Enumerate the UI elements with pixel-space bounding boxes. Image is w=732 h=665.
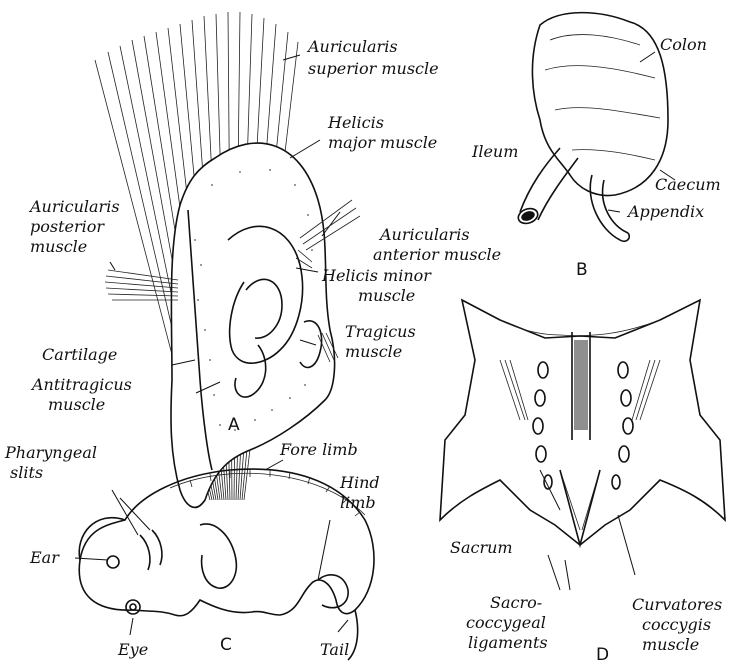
- label-appendix: Appendix: [626, 202, 704, 221]
- panel-label-d: D: [596, 645, 609, 665]
- leader-lines-d: [540, 470, 635, 590]
- sacrum-drawing: [440, 300, 725, 545]
- embryo-drawing: [79, 469, 374, 660]
- label-helicis-minor: Helicis minor muscle: [321, 266, 436, 305]
- label-caecum: Caecum: [655, 175, 721, 194]
- label-curvatores: Curvatores coccygis muscle: [632, 595, 727, 654]
- label-auricularis-superior: Auricularis superior muscle: [306, 37, 439, 78]
- label-tragicus: Tragicus muscle: [345, 322, 421, 361]
- label-ear: Ear: [29, 548, 60, 567]
- label-ileum: Ileum: [471, 142, 518, 161]
- label-cartilage: Cartilage: [42, 345, 117, 364]
- panel-label-a: A: [228, 415, 240, 435]
- panel-label-b: B: [576, 260, 588, 280]
- label-tail: Tail: [320, 640, 349, 659]
- label-colon: Colon: [660, 35, 707, 54]
- label-sacrococcygeal: Sacro- coccygeal ligaments: [466, 593, 551, 652]
- label-sacrum: Sacrum: [450, 538, 513, 557]
- label-antitragicus: Antitragicus muscle: [30, 375, 137, 414]
- panel-label-c: C: [220, 635, 232, 655]
- label-eye: Eye: [117, 640, 148, 659]
- label-hind-limb: Hind limb: [339, 473, 385, 512]
- label-fore-limb: Fore limb: [279, 440, 358, 459]
- label-pharyngeal: Pharyngeal slits: [4, 443, 102, 482]
- label-helicis-major: Helicis major muscle: [327, 113, 437, 152]
- label-auricularis-anterior: Auricularis anterior muscle: [373, 225, 501, 264]
- label-auricularis-posterior: Auricularis posterior muscle: [28, 197, 125, 256]
